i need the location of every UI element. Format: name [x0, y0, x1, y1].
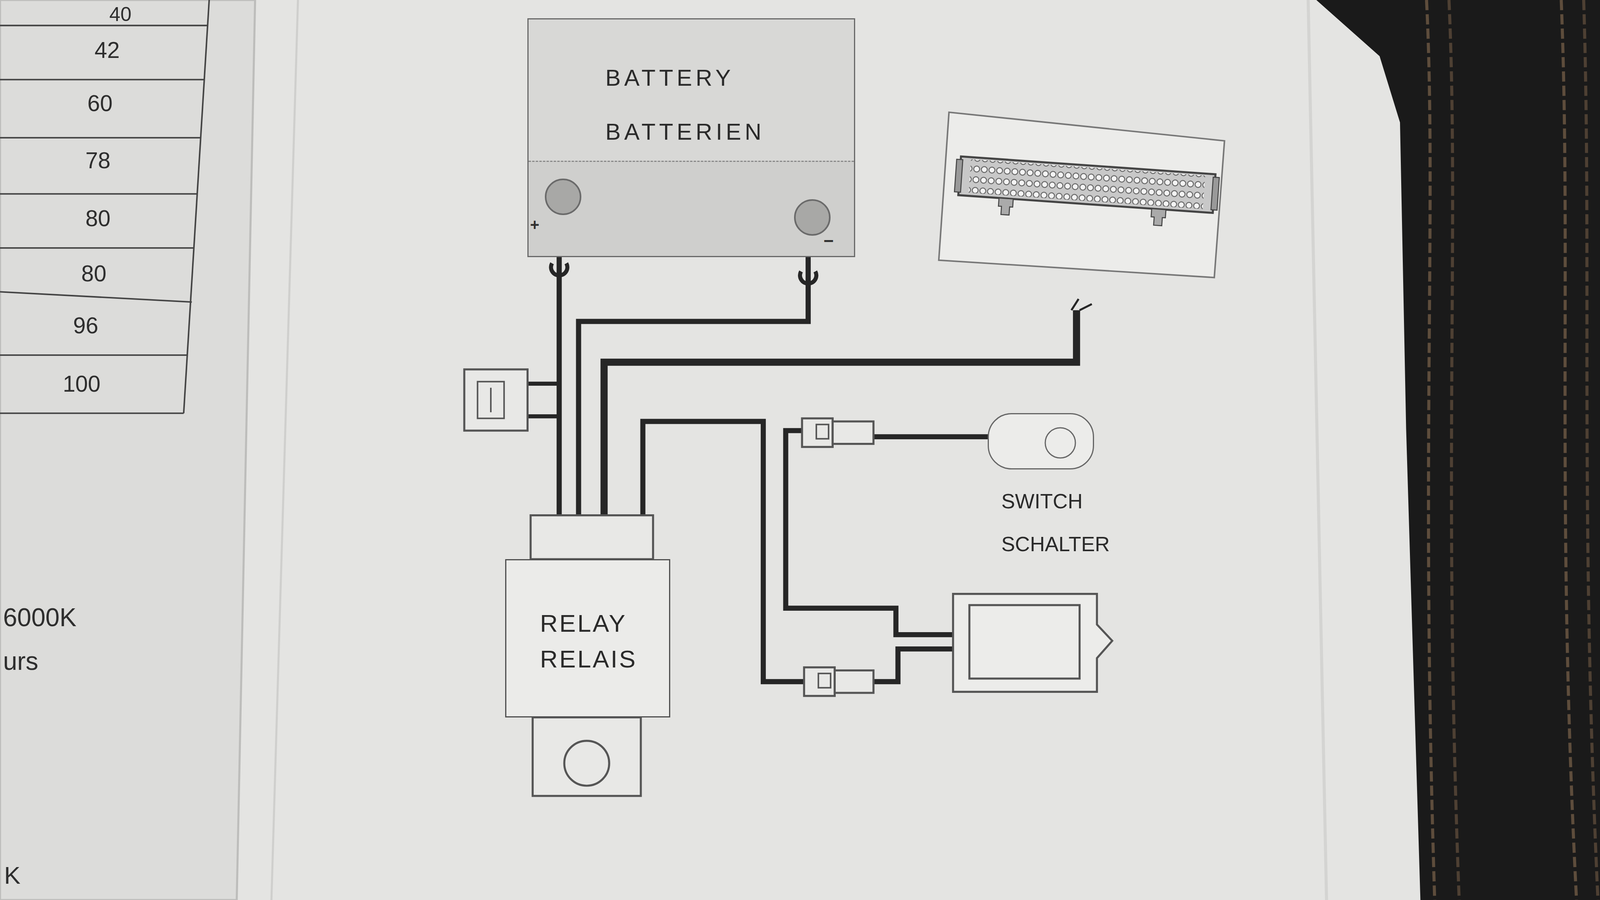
spec-text: 6000K: [3, 604, 77, 631]
seat-stitch: [1583, 0, 1599, 900]
table-line: [0, 24, 209, 27]
fuse: [490, 387, 492, 413]
module-box: [953, 594, 1113, 693]
switch-box: SWITCH SCHALTER: [987, 413, 1094, 470]
spec-text: urs: [3, 648, 39, 674]
table-line: [0, 291, 192, 302]
relay-cap: [530, 515, 654, 560]
battery-box: BATTERY BATTERIEN: [527, 18, 855, 258]
table-cell: 40: [109, 4, 132, 25]
table-line: [183, 0, 210, 414]
wire-end: [1071, 298, 1092, 310]
connector: [834, 670, 874, 693]
connector: [803, 667, 835, 697]
connector: [832, 421, 874, 445]
switch-face: [988, 414, 1093, 468]
table-line: [0, 247, 195, 249]
wire: [873, 648, 954, 682]
battery-terminal: [794, 200, 830, 235]
light-bar-body: [958, 156, 1216, 213]
table-sheet: [0, 0, 256, 900]
table-line: [0, 412, 184, 415]
relay-box: RELAY RELAIS: [505, 559, 671, 718]
table-cell: 96: [73, 314, 99, 337]
light-bar: [953, 156, 1220, 230]
table-line: [0, 78, 204, 81]
light-wire: [603, 310, 1077, 516]
fuse-lead: [527, 383, 558, 417]
seat-stitch: [1426, 0, 1435, 900]
table-cell: 100: [62, 372, 101, 395]
table-cell: 78: [85, 148, 111, 172]
relay-tab: [532, 717, 641, 797]
table-line: [0, 354, 188, 356]
fuse-holder: [464, 369, 528, 431]
wire: [578, 257, 809, 560]
seat-stitch: [1448, 0, 1460, 900]
end-cap: [1211, 176, 1220, 210]
table-cell: 60: [87, 91, 113, 115]
seat-stitch: [1561, 0, 1577, 900]
part-name: BATTERY BATTERIEN: [605, 50, 792, 159]
ring-terminal: [800, 271, 817, 288]
ring-terminal: [551, 263, 568, 280]
relay-hole: [564, 740, 610, 786]
polarity-mark: −: [823, 232, 834, 250]
fuse: [477, 381, 504, 419]
connector: [818, 673, 831, 688]
table-line: [0, 193, 197, 195]
connector: [801, 418, 833, 447]
module-face: [969, 605, 1080, 679]
mount-foot: [1150, 208, 1166, 227]
battery-terminal: [545, 179, 581, 215]
table-line: [0, 136, 202, 139]
mount-foot: [998, 198, 1014, 216]
wire: [556, 257, 562, 560]
table-cell: 80: [85, 207, 111, 230]
end-cap: [954, 159, 963, 193]
connector: [816, 424, 829, 439]
wire: [785, 430, 954, 635]
paper-fold: [1308, 0, 1327, 900]
polarity-mark: +: [530, 216, 540, 233]
switch-button: [1045, 427, 1076, 458]
wire: [873, 434, 990, 440]
table-cell: 42: [94, 38, 120, 62]
spec-text: K: [3, 863, 21, 888]
table-cell: 80: [81, 262, 107, 285]
light-bar-panel: [938, 112, 1225, 278]
paper-edge: [271, 0, 299, 900]
paper-sheet: [219, 0, 1421, 900]
part-name: RELAY RELAIS: [540, 605, 660, 677]
part-caption: SWITCH SCHALTER: [1001, 479, 1129, 566]
